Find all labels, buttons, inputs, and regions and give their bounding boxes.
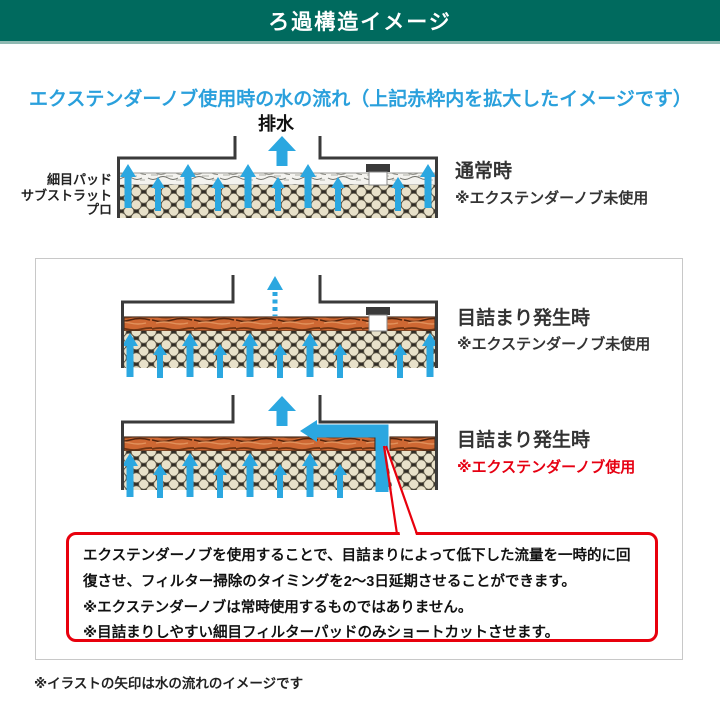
filter-tray-outline (121, 395, 438, 490)
substrate-label: サブストラット プロ (20, 188, 112, 218)
footnote: ※イラストの矢印は水の流れのイメージです (34, 676, 304, 691)
callout-box: エクステンダーノブを使用することで、目詰まりによって低下した流量を一時的に回復さ… (66, 532, 658, 642)
filter-tray-outline (117, 136, 438, 218)
shortcut-flow-pipe (300, 420, 389, 492)
fine-pad-label: 細目パッド (46, 172, 112, 187)
caption-clogged-unused-status: 目詰まり発生時 (457, 308, 591, 329)
diagram-clogged-unused (121, 275, 438, 378)
drain-up-arrow-icon (268, 136, 296, 166)
caption-normal-status: 通常時 (455, 161, 513, 182)
caption-clogged-used-status: 目詰まり発生時 (457, 430, 591, 451)
drain-label: 排水 (258, 114, 294, 134)
weak-drain-dotted-arrow-icon (267, 276, 283, 316)
callout-line-1: エクステンダーノブを使用することで、目詰まりによって低下した流量を一時的に回復さ… (83, 548, 631, 590)
extender-knob-closed (366, 307, 390, 332)
callout-line-2: ※エクステンダーノブは常時使用するものではありません。 (83, 599, 473, 616)
clogged-pad-layer-right (389, 436, 436, 452)
extender-knob-closed (366, 164, 390, 186)
header-bar: ろ過構造イメージ (0, 0, 720, 44)
diagram-clogged-used (121, 395, 438, 498)
clogged-pad-layer-left (123, 436, 376, 452)
caption-clogged-unused-note: ※エクステンダーノブ未使用 (457, 336, 651, 353)
section-heading: エクステンダーノブ使用時の水の流れ（上記赤枠内を拡大したイメージです） (29, 89, 692, 110)
diagram-normal-flow (117, 136, 438, 218)
caption-normal-note: ※エクステンダーノブ未使用 (455, 190, 649, 207)
clogged-pad-layer (123, 316, 436, 332)
filter-tray-outline (121, 275, 438, 368)
zoom-detail-box (35, 258, 683, 660)
drain-up-arrow-icon (268, 396, 296, 426)
page-title: ろ過構造イメージ (268, 10, 452, 34)
caption-clogged-used-note: ※エクステンダーノブ使用 (457, 459, 636, 476)
callout-line-3: ※目詰まりしやすい細目フィルターパッドのみショートカットさせます。 (83, 625, 560, 642)
